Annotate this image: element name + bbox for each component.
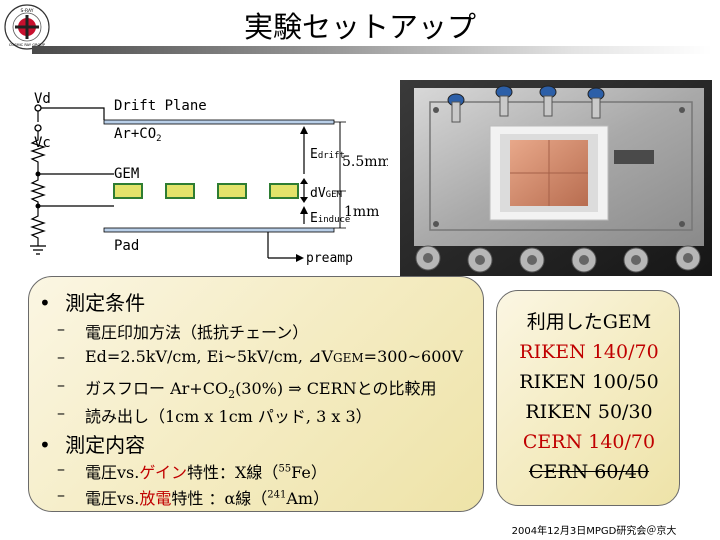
measurement-text-2-mid: 特性 ：α線（ bbox=[171, 489, 267, 508]
measurement-item-1: – 電圧vs.ゲイン特性：X線（55Fe） bbox=[57, 459, 327, 483]
conditions-heading: 測定条件 bbox=[65, 291, 145, 315]
gem-setup-diagram: Vd Vc Drift Plane Ar+CO2 GEM Pad bbox=[28, 86, 388, 270]
vc-terminal bbox=[35, 125, 41, 131]
gem-list-heading: 利用したGEM bbox=[497, 307, 681, 334]
condition-text-2-delta: ⊿V bbox=[308, 347, 333, 366]
resistor-3 bbox=[32, 208, 44, 246]
gap-drift-label: 5.5mm bbox=[342, 154, 388, 170]
measurement-text-2-sup: 241 bbox=[267, 490, 286, 501]
condition-text-1: 電圧印加方法（抵抗チェーン） bbox=[85, 323, 308, 342]
measurements-heading: 測定内容 bbox=[65, 433, 145, 457]
section-heading-measurements: • 測定内容 bbox=[39, 429, 145, 458]
pad-label: Pad bbox=[114, 238, 139, 254]
page-title: 実験セットアップ bbox=[0, 4, 720, 46]
drift-plane-electrode bbox=[104, 120, 334, 124]
condition-item-3: – ガスフロー Ar+CO2(30%) ⇒ CERNとの比較用 bbox=[57, 375, 437, 401]
gem-chamber-photo bbox=[400, 80, 712, 276]
title-divider bbox=[32, 46, 712, 54]
drift-plane-label: Drift Plane bbox=[114, 98, 207, 114]
measurement-text-2-pre: 電圧vs. bbox=[85, 489, 139, 508]
gem-list-item: CERN 60/40 bbox=[497, 461, 681, 483]
footer-text: 2004年12月3日MPGD研究会＠京大 bbox=[470, 522, 718, 537]
gem-list-item: RIKEN 140/70 bbox=[497, 341, 681, 363]
vc-label: Vc bbox=[34, 135, 51, 151]
condition-text-2-post: =300~600V bbox=[364, 347, 463, 366]
gas-label: Ar+CO2 bbox=[114, 126, 162, 144]
dash: – bbox=[57, 459, 65, 478]
dash: – bbox=[57, 319, 65, 338]
dash: – bbox=[57, 375, 65, 394]
gem-list-item: RIKEN 100/50 bbox=[497, 371, 681, 393]
bullet: • bbox=[39, 291, 51, 315]
gem-foil bbox=[114, 184, 298, 198]
condition-text-3-sub: 2 bbox=[228, 388, 235, 401]
measurement-text-1-mid: 特性：X線（ bbox=[187, 463, 278, 482]
condition-text-4: 読み出し（1cm x 1cm パッド, 3 x 3） bbox=[85, 407, 372, 426]
measurement-text-1-sup: 55 bbox=[278, 464, 291, 475]
vd-label: Vd bbox=[34, 91, 51, 107]
condition-item-2: – Ed=2.5kV/cm, Ei~5kV/cm, ⊿VGEM=300~600V bbox=[57, 347, 463, 366]
gem-list-item: RIKEN 50/30 bbox=[497, 401, 681, 423]
gap-induce-label: 1mm bbox=[344, 204, 379, 220]
resistor-2 bbox=[32, 176, 44, 204]
dv-gem-label: dVGEM bbox=[310, 186, 342, 201]
measurement-text-2-red: 放電 bbox=[139, 489, 171, 508]
dash: – bbox=[57, 403, 65, 422]
pad-electrode bbox=[104, 228, 334, 232]
section-heading-conditions: • 測定条件 bbox=[39, 287, 145, 316]
measurement-text-1-pre: 電圧vs. bbox=[85, 463, 139, 482]
bullet: • bbox=[39, 433, 51, 457]
condition-item-4: – 読み出し（1cm x 1cm パッド, 3 x 3） bbox=[57, 403, 372, 427]
measurement-conditions-panel: • 測定条件 – 電圧印加方法（抵抗チェーン） – Ed=2.5kV/cm, E… bbox=[28, 276, 484, 512]
measurement-text-1-red: ゲイン bbox=[139, 463, 187, 482]
condition-text-2-pre: Ed=2.5kV/cm, Ei~5kV/cm, bbox=[85, 347, 308, 366]
measurement-text-1-post: Fe） bbox=[291, 463, 327, 482]
condition-text-2-sub: GEM bbox=[333, 351, 364, 365]
dash: – bbox=[57, 347, 65, 366]
condition-text-3-pre: ガスフロー Ar+CO bbox=[85, 379, 228, 398]
measurement-text-2-post: Am） bbox=[286, 489, 329, 508]
measurement-item-2: – 電圧vs.放電特性 ：α線（241Am） bbox=[57, 485, 329, 509]
dash: – bbox=[57, 485, 65, 504]
condition-text-3-post: (30%) ⇒ CERNとの比較用 bbox=[235, 379, 436, 398]
gem-label: GEM bbox=[114, 166, 139, 182]
preamp-label: preamp bbox=[306, 251, 353, 266]
condition-item-1: – 電圧印加方法（抵抗チェーン） bbox=[57, 319, 308, 343]
gem-list-item: CERN 140/70 bbox=[497, 431, 681, 453]
